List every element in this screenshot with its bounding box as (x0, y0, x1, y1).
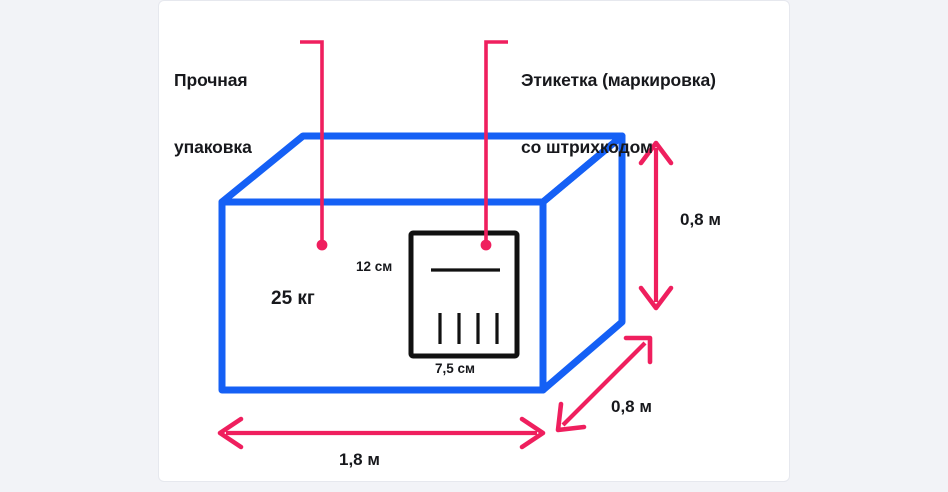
carton-outline (218, 132, 626, 394)
callout-line-2: упаковка (174, 136, 252, 157)
dimension-label-width: 1,8 м (339, 450, 380, 469)
dimension-label-depth: 0,8 м (611, 397, 652, 416)
shipping-label-height-label: 12 см (356, 259, 393, 274)
callout-dot-barcode-label (480, 239, 492, 251)
callout-leader-sturdy-packaging (300, 40, 324, 243)
callout-leaders (300, 40, 508, 251)
dimension-arrow-height (638, 140, 674, 311)
dimension-label-height: 0,8 м (680, 210, 721, 229)
package-weight-label: 25 кг (271, 288, 315, 309)
barcode-bars (438, 313, 499, 344)
shipping-label-graphic (408, 230, 520, 359)
carton-side-face (539, 132, 626, 394)
callout-dot-sturdy-packaging (316, 239, 328, 251)
dimension-arrow-depth (555, 335, 653, 433)
shipping-label-box (408, 230, 520, 359)
callout-label-barcode-label: Этикетка (маркировка) со штрихкодом (521, 24, 716, 203)
dimension-arrow-width (217, 416, 546, 450)
callout-line-2: со штрихкодом (521, 136, 653, 157)
callout-leader-barcode-label (484, 40, 508, 243)
callout-line-1: Этикетка (маркировка) (521, 69, 716, 90)
dimension-arrows (217, 140, 674, 450)
callout-line-1: Прочная (174, 69, 248, 90)
shipping-label-width-label: 7,5 см (435, 361, 476, 376)
callout-label-sturdy-packaging: Прочная упаковка (174, 24, 252, 203)
